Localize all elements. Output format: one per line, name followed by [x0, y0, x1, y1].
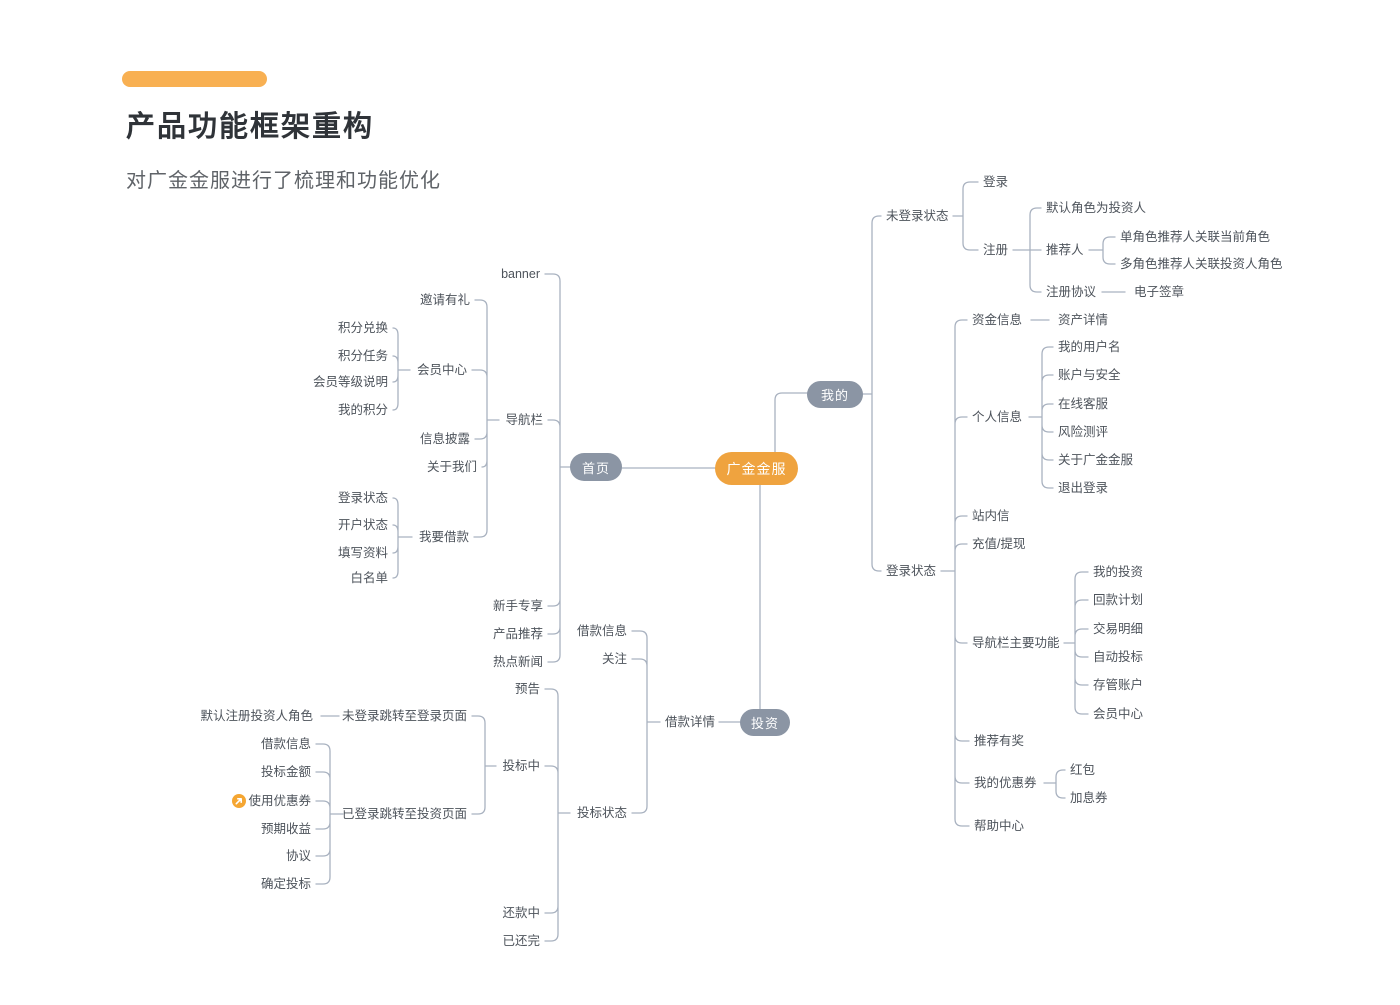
bracket-bidding [471, 715, 497, 815]
bracket-loan-detail [631, 630, 661, 814]
node-my-points[interactable]: 我的积分 [337, 403, 388, 417]
node-referral-reward[interactable]: 推荐有奖 [974, 734, 1025, 748]
node-logged-in[interactable]: 登录状态 [886, 564, 937, 578]
node-risk-test[interactable]: 风险测评 [1058, 425, 1109, 439]
node-account-security[interactable]: 账户与安全 [1058, 368, 1121, 382]
node-profile[interactable]: 个人信息 [972, 410, 1023, 424]
node-transaction-detail[interactable]: 交易明细 [1093, 622, 1144, 636]
node-agreement[interactable]: 协议 [285, 849, 311, 863]
node-repaying[interactable]: 还款中 [502, 906, 540, 920]
bracket-logged [315, 743, 344, 885]
bracket-member-center [392, 327, 411, 411]
node-whitelist[interactable]: 白名单 [350, 571, 388, 585]
node-repayment-plan[interactable]: 回款计划 [1093, 593, 1144, 607]
node-fill-info[interactable]: 填写资料 [337, 546, 388, 560]
bracket-profile [1028, 346, 1054, 489]
branch-node-invest[interactable]: 投资 [740, 709, 790, 736]
node-bid-status[interactable]: 投标状态 [576, 806, 627, 820]
node-nav-bar[interactable]: 导航栏 [505, 413, 543, 427]
node-logged-out[interactable]: 未登录状态 [886, 209, 949, 223]
node-follow[interactable]: 关注 [601, 652, 627, 666]
node-recharge-withdraw[interactable]: 充值/提现 [972, 537, 1026, 551]
bracket-bid-status [544, 688, 571, 942]
node-about-gjjf[interactable]: 关于广金金服 [1058, 453, 1134, 467]
node-auto-bid[interactable]: 自动投标 [1093, 650, 1144, 664]
node-confirm-bid[interactable]: 确定投标 [260, 877, 311, 891]
node-preview[interactable]: 预告 [514, 682, 540, 696]
node-points-task[interactable]: 积分任务 [337, 349, 388, 363]
node-register[interactable]: 注册 [983, 243, 1009, 257]
node-info-disclosure[interactable]: 信息披露 [419, 432, 470, 446]
node-login[interactable]: 登录 [983, 175, 1009, 189]
bracket-nav-main [1063, 571, 1089, 715]
node-borrow-login-status[interactable]: 登录状态 [337, 491, 388, 505]
node-about-us[interactable]: 关于我们 [426, 460, 477, 474]
node-member-level[interactable]: 会员等级说明 [312, 375, 388, 389]
node-banner[interactable]: banner [501, 267, 540, 281]
node-multi-role-referrer[interactable]: 多角色推荐人关联投资人角色 [1120, 257, 1283, 271]
circled-arrow-icon [232, 794, 246, 808]
bracket-borrow [392, 497, 413, 579]
node-loan-detail[interactable]: 借款详情 [665, 715, 716, 729]
bracket-home [544, 273, 571, 663]
bracket-logged-out [952, 181, 979, 251]
node-rate-coupon[interactable]: 加息券 [1070, 791, 1108, 805]
page-title: 产品功能框架重构 [126, 111, 375, 143]
node-hot-news[interactable]: 热点新闻 [492, 655, 543, 669]
connector-root-mine [774, 392, 808, 453]
node-default-role[interactable]: 默认角色为投资人 [1046, 201, 1147, 215]
node-inbox[interactable]: 站内信 [972, 509, 1010, 523]
node-bid-amount[interactable]: 投标金额 [260, 765, 311, 779]
node-red-packet[interactable]: 红包 [1070, 763, 1096, 777]
bracket-referrer [1088, 236, 1116, 265]
node-use-coupon[interactable]: 使用优惠券 [248, 794, 311, 808]
node-borrow[interactable]: 我要借款 [418, 530, 469, 544]
node-not-logged-jump[interactable]: 未登录跳转至登录页面 [341, 709, 467, 723]
branch-node-home[interactable]: 首页 [570, 453, 622, 481]
node-asset-detail[interactable]: 资产详情 [1058, 313, 1109, 327]
node-logout[interactable]: 退出登录 [1058, 481, 1109, 495]
node-invite[interactable]: 邀请有礼 [419, 293, 470, 307]
page-subtitle: 对广金金服进行了梳理和功能优化 [126, 170, 441, 192]
node-repaid[interactable]: 已还完 [502, 934, 540, 948]
node-logged-jump[interactable]: 已登录跳转至投资页面 [341, 807, 467, 821]
node-single-role-referrer[interactable]: 单角色推荐人关联当前角色 [1120, 230, 1271, 244]
node-custody-account[interactable]: 存管账户 [1093, 678, 1144, 692]
node-product-rec[interactable]: 产品推荐 [492, 627, 543, 641]
node-nav-main[interactable]: 导航栏主要功能 [972, 636, 1060, 650]
node-e-signature[interactable]: 电子签章 [1134, 285, 1185, 299]
node-member-center-2[interactable]: 会员中心 [1093, 707, 1144, 721]
node-expected-return[interactable]: 预期收益 [260, 822, 311, 836]
node-points-exchange[interactable]: 积分兑换 [337, 321, 388, 335]
root-node[interactable]: 广金金服 [715, 452, 798, 485]
node-loan-info-2[interactable]: 借款信息 [260, 737, 311, 751]
node-my-username[interactable]: 我的用户名 [1058, 340, 1121, 354]
bracket-coupons [1043, 769, 1066, 799]
bracket-register [1012, 207, 1042, 293]
node-online-service[interactable]: 在线客服 [1058, 397, 1109, 411]
bracket-logged-in [940, 319, 970, 827]
node-my-coupons[interactable]: 我的优惠券 [974, 776, 1037, 790]
node-funds-info[interactable]: 资金信息 [972, 313, 1023, 327]
node-default-register-role[interactable]: 默认注册投资人角色 [200, 709, 313, 723]
node-member-center[interactable]: 会员中心 [416, 363, 467, 377]
node-my-investment[interactable]: 我的投资 [1093, 565, 1144, 579]
title-accent-bar [122, 71, 267, 87]
node-register-agreement[interactable]: 注册协议 [1046, 285, 1097, 299]
bracket-mine [862, 215, 882, 572]
node-loan-info[interactable]: 借款信息 [576, 624, 627, 638]
node-bidding[interactable]: 投标中 [502, 759, 540, 773]
node-newbie[interactable]: 新手专享 [492, 599, 543, 613]
node-account-status[interactable]: 开户状态 [337, 518, 388, 532]
node-help-center[interactable]: 帮助中心 [974, 819, 1025, 833]
bracket-nav [471, 299, 500, 538]
branch-node-mine[interactable]: 我的 [807, 381, 863, 408]
node-referrer[interactable]: 推荐人 [1046, 243, 1084, 257]
